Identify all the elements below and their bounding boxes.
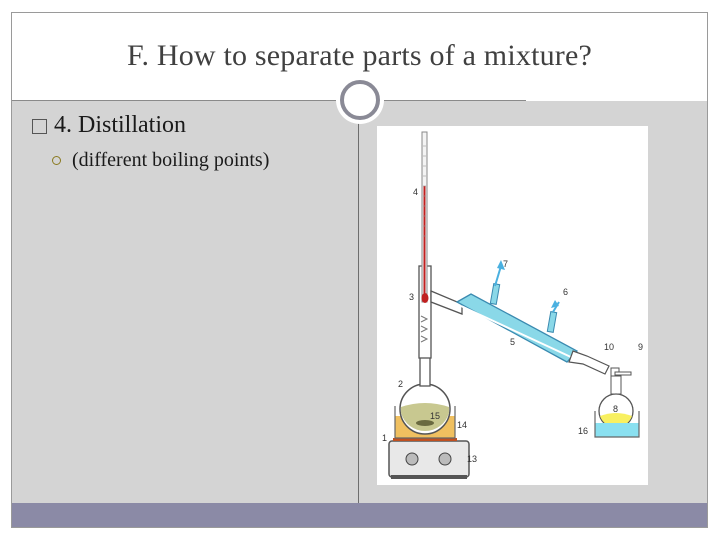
condenser [455, 260, 610, 375]
label-14: 14 [457, 420, 467, 430]
label-1: 1 [382, 433, 387, 443]
distillation-diagram: 1 2 3 4 5 6 7 8 9 10 13 14 15 16 [377, 126, 648, 485]
bullet-boiling-points: (different boiling points) [52, 149, 269, 172]
footer-bar [12, 503, 707, 527]
bullet-distillation-text: 4. Distillation [54, 112, 186, 138]
label-6: 6 [563, 287, 568, 297]
label-8: 8 [613, 404, 618, 414]
label-10: 10 [604, 342, 614, 352]
label-16: 16 [578, 426, 588, 436]
title-rule-left [12, 100, 336, 101]
receiving-flask [594, 367, 640, 438]
bullet-boiling-points-text: (different boiling points) [72, 149, 270, 171]
label-9: 9 [638, 342, 643, 352]
distilling-flask [399, 355, 451, 435]
label-3: 3 [409, 292, 414, 302]
label-7: 7 [503, 259, 508, 269]
label-2: 2 [398, 379, 403, 389]
slide-title: F. How to separate parts of a mixture? [126, 39, 593, 72]
thermometer [421, 131, 429, 303]
label-5: 5 [510, 337, 515, 347]
label-15: 15 [430, 411, 440, 421]
ring-icon [340, 80, 380, 120]
diagram-labels: 1 2 3 4 5 6 7 8 9 10 13 14 15 16 [382, 187, 643, 464]
column-divider [358, 101, 359, 503]
label-4: 4 [413, 187, 418, 197]
hot-plate [388, 440, 470, 479]
circle-bullet-icon [52, 156, 61, 165]
bullet-distillation: 4. Distillation [32, 112, 186, 139]
label-13: 13 [467, 454, 477, 464]
square-bullet-icon [32, 119, 47, 134]
title-rule-right [384, 100, 526, 101]
